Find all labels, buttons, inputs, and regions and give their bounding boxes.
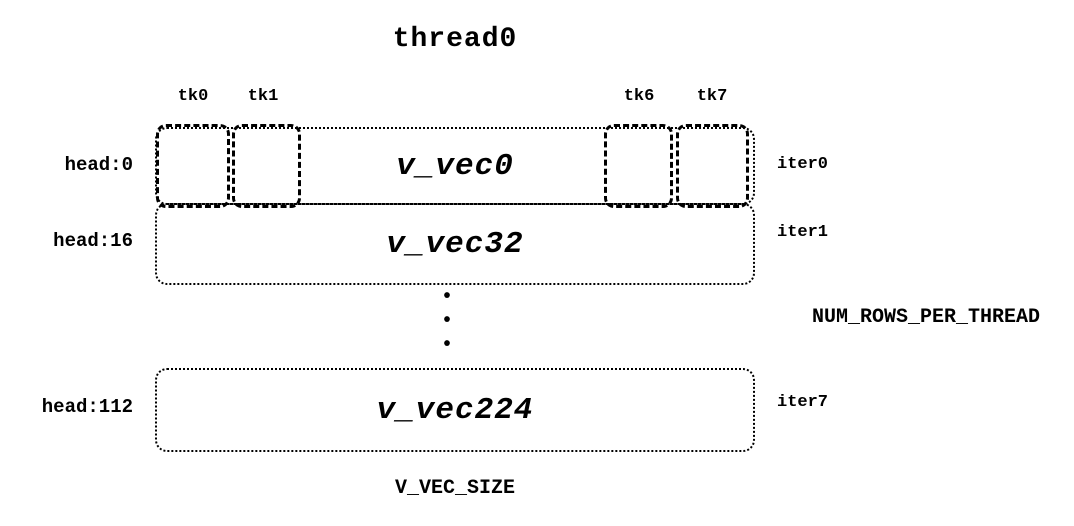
diagram-title: thread0 [392, 24, 518, 55]
head-label-iter0: head:0 [64, 154, 133, 176]
vvec-row-iter1: v_vec32 [155, 203, 755, 285]
ellipsis-dot: • [440, 310, 453, 333]
vec-label-iter0: v_vec0 [396, 148, 514, 184]
tk-label-tk7: tk7 [696, 87, 728, 106]
iter-label-iter1: iter1 [777, 223, 829, 242]
vec-label-iter7: v_vec224 [376, 392, 534, 428]
head-label-iter7: head:112 [41, 396, 133, 418]
vvec-row-iter7: v_vec224 [155, 368, 755, 452]
tk1-box [232, 124, 301, 208]
tk0-box [156, 124, 230, 208]
iter-label-iter7: iter7 [777, 393, 829, 412]
tk6-box [604, 124, 673, 208]
iter-label-iter0: iter0 [777, 155, 829, 174]
tk-label-tk1: tk1 [247, 87, 279, 106]
head-label-iter1: head:16 [53, 230, 133, 252]
tk7-box [676, 124, 749, 208]
vec-label-iter1: v_vec32 [386, 226, 524, 262]
tk-label-tk0: tk0 [177, 87, 209, 106]
tk-label-tk6: tk6 [623, 87, 655, 106]
ellipsis-dot: • [440, 334, 453, 357]
num-rows-per-thread-label: NUM_ROWS_PER_THREAD [812, 306, 1041, 329]
vertical-ellipsis: • • • [436, 286, 458, 357]
v-vec-size-label: V_VEC_SIZE [394, 477, 516, 500]
ellipsis-dot: • [440, 286, 453, 309]
